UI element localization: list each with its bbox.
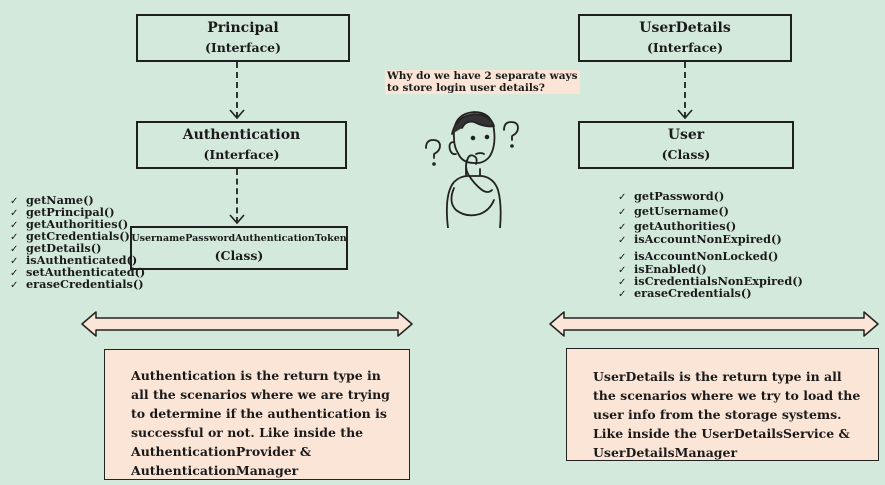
check-icon: ✓	[10, 196, 19, 207]
token-name: UsernamePasswordAuthenticationToken	[131, 233, 347, 244]
list-item: ✓getUsername()	[618, 204, 730, 218]
list-item: ✓isCredentialsNonExpired()	[618, 274, 803, 288]
authentication-name: Authentication	[182, 127, 301, 143]
principal-name: Principal	[207, 20, 279, 36]
thinking-person-illustration	[425, 111, 519, 228]
check-icon: ✓	[618, 222, 627, 233]
check-icon: ✓	[10, 256, 19, 267]
principal-to-authentication-connector	[236, 62, 238, 118]
list-item: ✓getAuthorities()	[10, 217, 129, 231]
check-icon: ✓	[10, 232, 19, 243]
token-class-box: UsernamePasswordAuthenticationToken (Cla…	[130, 226, 348, 270]
authentication-to-token-connector	[236, 169, 238, 223]
user-name: User	[667, 127, 705, 143]
userdetails-note-text: UserDetails is the return type in all th…	[593, 369, 861, 460]
userdetails-interface-box: UserDetails (Interface)	[578, 14, 792, 62]
check-icon: ✓	[10, 268, 19, 279]
list-item: ✓getPrincipal()	[10, 205, 115, 219]
principal-interface-box: Principal (Interface)	[136, 14, 350, 62]
list-item: ✓setAuthenticated()	[10, 265, 146, 279]
userdetails-methods-list: ✓getPassword() ✓getUsername() ✓getAuthor…	[618, 189, 803, 300]
question-line-2: to store login user details?	[387, 82, 545, 94]
authentication-interface-box: Authentication (Interface)	[136, 121, 347, 169]
check-icon: ✓	[618, 192, 627, 203]
check-icon: ✓	[10, 220, 19, 231]
question-line-1: Why do we have 2 separate ways	[387, 70, 578, 82]
check-icon: ✓	[618, 207, 627, 218]
authentication-kind: (Interface)	[203, 147, 280, 162]
user-class-box: User (Class)	[578, 121, 794, 169]
principal-kind: (Interface)	[204, 40, 282, 55]
check-icon: ✓	[618, 289, 627, 300]
user-kind: (Class)	[661, 147, 711, 162]
list-item: ✓eraseCredentials()	[10, 277, 144, 291]
check-icon: ✓	[10, 280, 19, 291]
check-icon: ✓	[618, 252, 627, 263]
list-item: ✓isEnabled()	[618, 262, 707, 277]
userdetails-note: UserDetails is the return type in all th…	[566, 348, 879, 461]
question-callout: Why do we have 2 separate ways to store …	[385, 70, 580, 94]
check-icon: ✓	[618, 277, 627, 288]
userdetails-kind: (Interface)	[646, 40, 724, 55]
list-item: ✓getName()	[10, 193, 94, 207]
left-double-arrow-icon	[81, 311, 413, 337]
list-item: ✓eraseCredentials()	[618, 286, 752, 300]
list-item: ✓getAuthorities()	[618, 219, 737, 233]
list-item: ✓getDetails()	[10, 241, 102, 255]
right-double-arrow-icon	[549, 311, 879, 337]
check-icon: ✓	[10, 244, 19, 255]
list-item: ✓getCredentials()	[10, 229, 130, 243]
authentication-note: Authentication is the return type in all…	[104, 349, 410, 480]
token-kind: (Class)	[214, 248, 264, 263]
list-item: ✓isAccountNonLocked()	[618, 249, 779, 263]
authentication-note-text: Authentication is the return type in all…	[131, 368, 390, 478]
userdetails-name: UserDetails	[639, 20, 731, 36]
check-icon: ✓	[10, 208, 19, 219]
list-item: ✓isAccountNonExpired()	[618, 232, 782, 246]
list-item: ✓isAuthenticated()	[10, 253, 138, 267]
authentication-methods-list: ✓getName() ✓getPrincipal() ✓getAuthoriti…	[10, 193, 146, 291]
check-icon: ✓	[618, 265, 627, 276]
userdetails-to-user-connector	[684, 62, 686, 118]
list-item: ✓getPassword()	[618, 189, 725, 203]
check-icon: ✓	[618, 235, 627, 246]
